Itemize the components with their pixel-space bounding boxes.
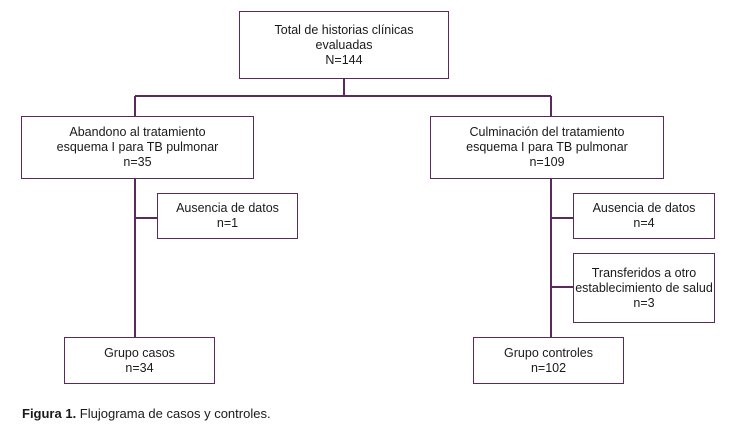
root-box: Total de historias clínicas evaluadas N=… — [239, 11, 449, 79]
transferred-count: n=3 — [633, 295, 655, 310]
cases-group-box: Grupo casos n=34 — [64, 337, 215, 384]
figure-caption-text: Flujograma de casos y controles. — [76, 406, 271, 421]
root-line1: Total de historias clínicas — [274, 22, 414, 37]
dropout-line1: Abandono al tratamiento — [69, 125, 206, 139]
figure-label: Figura 1. — [22, 406, 77, 421]
transferred-line2: establecimiento de salud — [575, 280, 713, 295]
controls-group-count: n=102 — [530, 360, 567, 375]
root-line2: evaluadas — [315, 37, 373, 52]
controls-group-label: Grupo controles — [504, 345, 593, 360]
figure-caption: Figura 1. Flujograma de casos y controle… — [22, 406, 271, 421]
completion-count: n=109 — [529, 155, 565, 169]
completion-line1: Culminación del tratamiento — [469, 125, 625, 139]
controls-group-box: Grupo controles n=102 — [473, 337, 624, 384]
right-missing-data-box: Ausencia de datos n=4 — [573, 193, 715, 239]
completion-box: Culminación del tratamiento esquema I pa… — [430, 116, 664, 179]
right-missing-data-label: Ausencia de datos — [592, 201, 696, 215]
transferred-line1: Transferidos a otro — [591, 265, 697, 280]
dropout-box: Abandono al tratamiento esquema I para T… — [21, 116, 254, 179]
transferred-box: Transferidos a otro establecimiento de s… — [573, 253, 715, 323]
left-missing-data-label: Ausencia de datos — [176, 201, 279, 215]
completion-line2: esquema I para TB pulmonar — [466, 140, 628, 154]
root-count: N=144 — [325, 52, 363, 67]
left-missing-data-count: n=1 — [216, 216, 239, 230]
cases-group-count: n=34 — [125, 360, 154, 375]
right-missing-data-count: n=4 — [633, 216, 655, 230]
cases-group-label: Grupo casos — [104, 345, 175, 360]
dropout-line2: esquema I para TB pulmonar — [56, 140, 219, 154]
dropout-count: n=35 — [123, 155, 152, 169]
left-missing-data-box: Ausencia de datos n=1 — [157, 193, 298, 239]
